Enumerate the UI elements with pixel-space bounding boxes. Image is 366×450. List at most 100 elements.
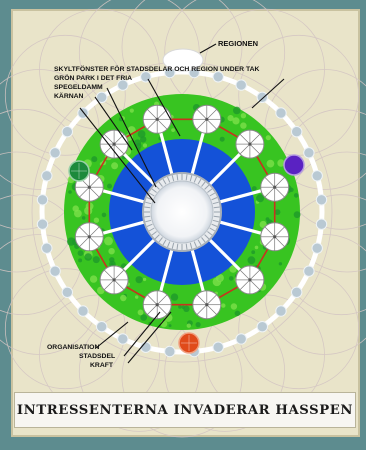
core-tick — [148, 192, 155, 197]
regionen-bubble — [162, 48, 204, 72]
umbrella-pavilion-icon — [260, 172, 290, 202]
park-foliage — [140, 314, 147, 321]
core-tick — [197, 178, 202, 185]
park-foliage — [186, 323, 191, 328]
park-foliage — [178, 305, 182, 309]
region-circle — [49, 265, 61, 277]
park-foliage — [254, 245, 259, 250]
umbrella-pavilion-icon — [192, 290, 222, 320]
core-tick — [158, 181, 163, 187]
region-circle — [77, 305, 89, 317]
spoke — [208, 148, 246, 186]
core-tick — [176, 174, 179, 181]
park-foliage — [240, 122, 247, 129]
label-kraft: KRAFT — [90, 362, 114, 369]
umbrella-pavilion-icon — [235, 265, 265, 295]
core-tick — [176, 243, 179, 250]
pavilions — [74, 104, 290, 320]
label-stadsdel: STADSDEL — [79, 353, 116, 360]
core-tick — [204, 184, 210, 190]
park-foliage — [67, 237, 76, 246]
park-foliage — [274, 209, 281, 216]
park-foliage — [293, 211, 301, 219]
park-foliage — [77, 250, 84, 256]
core-tick — [185, 174, 188, 181]
park-foliage — [92, 256, 100, 264]
region-circle — [256, 91, 268, 104]
park-foliage — [278, 262, 283, 266]
core-tick — [207, 188, 213, 193]
umbrella-pavilion-icon — [99, 265, 129, 295]
region-circle — [212, 71, 224, 83]
park-foliage — [93, 217, 100, 223]
region-circle — [140, 341, 152, 353]
park-foliage — [251, 250, 256, 255]
region-circle — [36, 194, 49, 206]
park-foliage — [240, 113, 247, 119]
spoke — [219, 187, 268, 204]
core-tick — [211, 223, 218, 227]
park-foliage — [137, 130, 146, 138]
core-tick — [158, 237, 163, 243]
region-circle — [117, 333, 129, 345]
spoke — [208, 238, 246, 276]
lattice-arc — [238, 268, 360, 390]
park-foliage — [227, 115, 234, 122]
core-tick — [213, 215, 220, 218]
core-karnan — [150, 180, 214, 244]
park-foliage — [120, 294, 127, 302]
umbrella-pavilion-icon — [74, 222, 104, 252]
park-foliage — [289, 187, 294, 192]
label-gron-park: GRÖN PARK I DET FRIA — [54, 75, 133, 82]
core-tick — [171, 242, 175, 249]
core-tick — [201, 181, 206, 187]
park-foliage — [89, 275, 98, 283]
spoke — [219, 220, 268, 237]
region-circle — [303, 147, 315, 159]
park-foliage — [104, 236, 113, 246]
park-foliage — [91, 156, 98, 163]
region-circle — [41, 170, 53, 182]
core-tick — [193, 241, 197, 248]
core-tick — [144, 206, 151, 209]
spokes — [96, 126, 268, 298]
spoke — [118, 238, 156, 276]
park-foliage — [265, 135, 271, 141]
region-circle — [61, 286, 74, 298]
park-foliage — [251, 186, 257, 191]
region-circle — [315, 218, 328, 230]
umbrella-pavilion-icon — [142, 104, 172, 134]
park-foliage — [111, 162, 119, 170]
core-tick — [189, 175, 193, 182]
spoke — [157, 249, 174, 298]
region-circle — [36, 218, 49, 230]
region-circle — [61, 126, 74, 138]
core-tick — [146, 223, 153, 227]
region-circle — [291, 126, 303, 138]
core-tick — [162, 239, 167, 246]
park-foliage — [233, 106, 241, 115]
park-foliage — [81, 216, 86, 220]
park-foliage — [137, 309, 144, 316]
core-tick — [185, 243, 188, 250]
region-circle — [164, 345, 176, 358]
lattice-arc — [4, 268, 126, 390]
region-circle — [235, 333, 247, 345]
core-tick — [213, 206, 220, 209]
region-circle — [49, 147, 61, 159]
label-regionen: REGIONEN — [218, 39, 259, 48]
region-circle — [311, 170, 323, 182]
region-circle — [303, 265, 315, 277]
park-foliage — [293, 193, 299, 198]
region-circle — [41, 242, 53, 254]
umbrella-pavilion-icon — [99, 129, 129, 159]
core-tick — [148, 227, 155, 232]
park-foliage — [221, 303, 226, 308]
park-foliage — [170, 293, 179, 301]
core-tick — [167, 176, 171, 183]
core-tick — [212, 219, 219, 223]
core-tick — [151, 188, 157, 193]
park-foliage — [219, 136, 225, 142]
park-foliage — [101, 212, 107, 218]
